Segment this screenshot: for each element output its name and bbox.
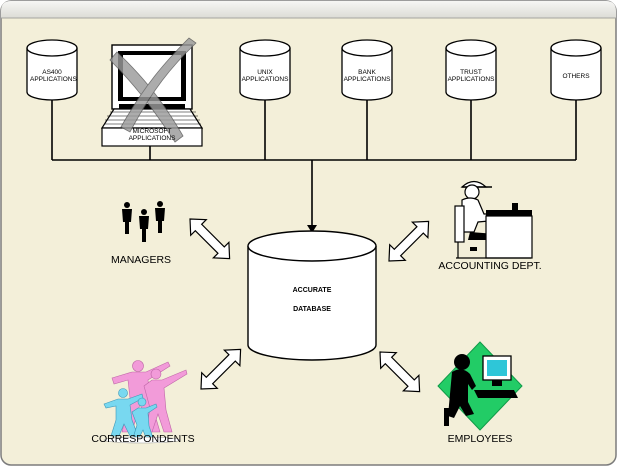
accurate-database-cylinder: [247, 230, 377, 361]
others-cylinder: [550, 39, 602, 101]
clerk-at-desk-icon: [454, 180, 533, 259]
employees-database-arrow: [379, 351, 421, 393]
managers-label: MANAGERS: [110, 254, 172, 266]
business-people-icon: [122, 201, 165, 242]
correspondents-label: CORRESPONDENTS: [91, 433, 195, 445]
database-label-line1: ACCURATE: [292, 287, 332, 294]
accounting-dept-label: ACCOUNTING DEPT.: [438, 260, 542, 272]
as400-applications-cylinder: [26, 39, 78, 101]
bus-to-database-arrowhead: [307, 225, 317, 233]
managers-database-arrow: [189, 218, 231, 260]
bank-applications-cylinder: [341, 39, 393, 101]
slide-header-bar: [1, 1, 616, 18]
accounting-database-arrow: [388, 220, 430, 262]
bus-lines: [51, 100, 577, 228]
correspondents-database-arrow: [200, 348, 242, 390]
employees-label: EMPLOYEES: [447, 433, 513, 445]
person-at-computer-icon: [437, 341, 523, 431]
crossed-out-x-mark: [109, 37, 197, 143]
others-label: OTHERS: [562, 73, 590, 80]
group-of-people-icon: [103, 360, 188, 444]
trust-applications-cylinder: [445, 39, 497, 101]
database-label-line2: DATABASE: [293, 306, 331, 313]
unix-applications-cylinder: [239, 39, 291, 101]
